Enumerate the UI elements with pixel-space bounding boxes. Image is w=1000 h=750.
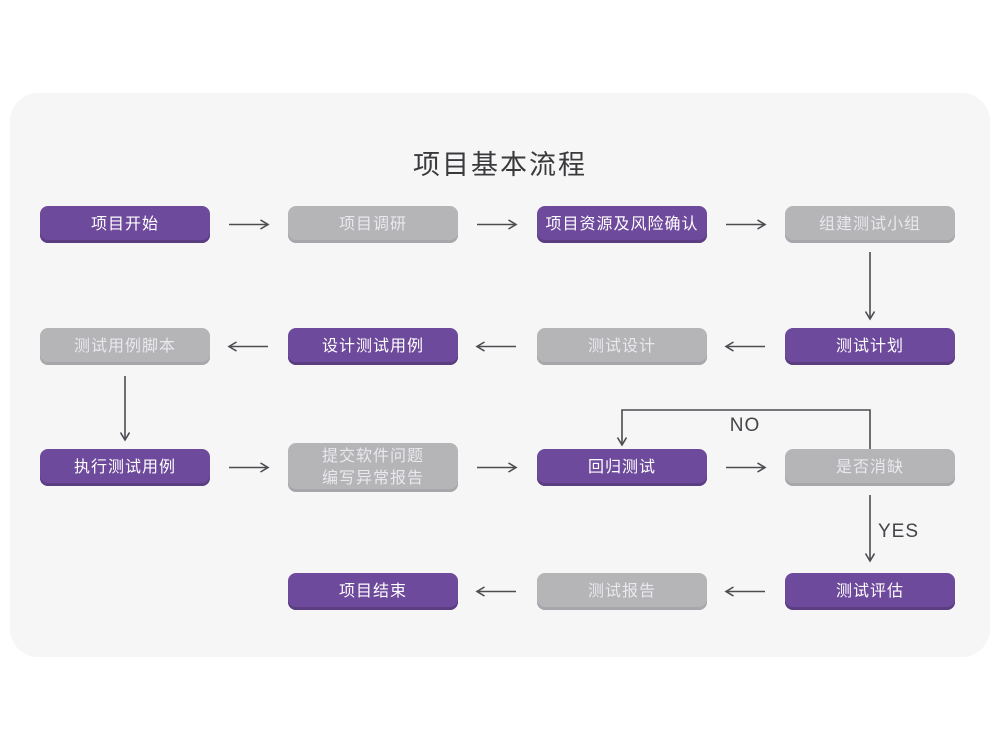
node-design-test-case: 设计测试用例 [288, 328, 458, 365]
node-build-test-team: 组建测试小组 [785, 206, 955, 243]
node-execute-test-case: 执行测试用例 [40, 449, 210, 486]
node-label-line1: 提交软件问题 [321, 447, 424, 465]
node-label-line2: 编写异常报告 [321, 469, 424, 487]
node-label: 项目调研 [338, 215, 407, 233]
no-branch-label: NO [729, 415, 761, 436]
node-defect-resolved: 是否消缺 [785, 449, 955, 486]
node-label: 项目结束 [338, 582, 407, 600]
node-label: 测试报告 [587, 582, 656, 600]
node-label: 测试评估 [835, 582, 904, 600]
node-label: 是否消缺 [835, 458, 904, 476]
node-label: 回归测试 [587, 458, 656, 476]
node-project-survey: 项目调研 [288, 206, 458, 243]
node-project-end: 项目结束 [288, 573, 458, 610]
node-test-design: 测试设计 [537, 328, 707, 365]
arrow-no-loop-defect-to-regression [622, 409, 871, 450]
node-submit-issue-report: 提交软件问题 编写异常报告 [288, 443, 458, 492]
flowchart-card [10, 93, 990, 657]
node-project-start: 项目开始 [40, 206, 210, 243]
node-resource-risk-confirm: 项目资源及风险确认 [537, 206, 707, 243]
node-label: 设计测试用例 [321, 337, 424, 355]
node-test-report: 测试报告 [537, 573, 707, 610]
node-test-evaluate: 测试评估 [785, 573, 955, 610]
node-regression-test: 回归测试 [537, 449, 707, 486]
node-label: 测试计划 [835, 337, 904, 355]
node-test-plan: 测试计划 [785, 328, 955, 365]
node-test-case-script: 测试用例脚本 [40, 328, 210, 365]
page-title: 项目基本流程 [413, 150, 587, 180]
node-label: 执行测试用例 [73, 458, 176, 476]
yes-branch-label: YES [878, 521, 920, 542]
node-label: 项目资源及风险确认 [545, 215, 699, 233]
node-label: 测试用例脚本 [73, 337, 176, 355]
node-label: 项目开始 [90, 215, 159, 233]
node-label: 组建测试小组 [818, 215, 921, 233]
node-label: 测试设计 [587, 337, 656, 355]
